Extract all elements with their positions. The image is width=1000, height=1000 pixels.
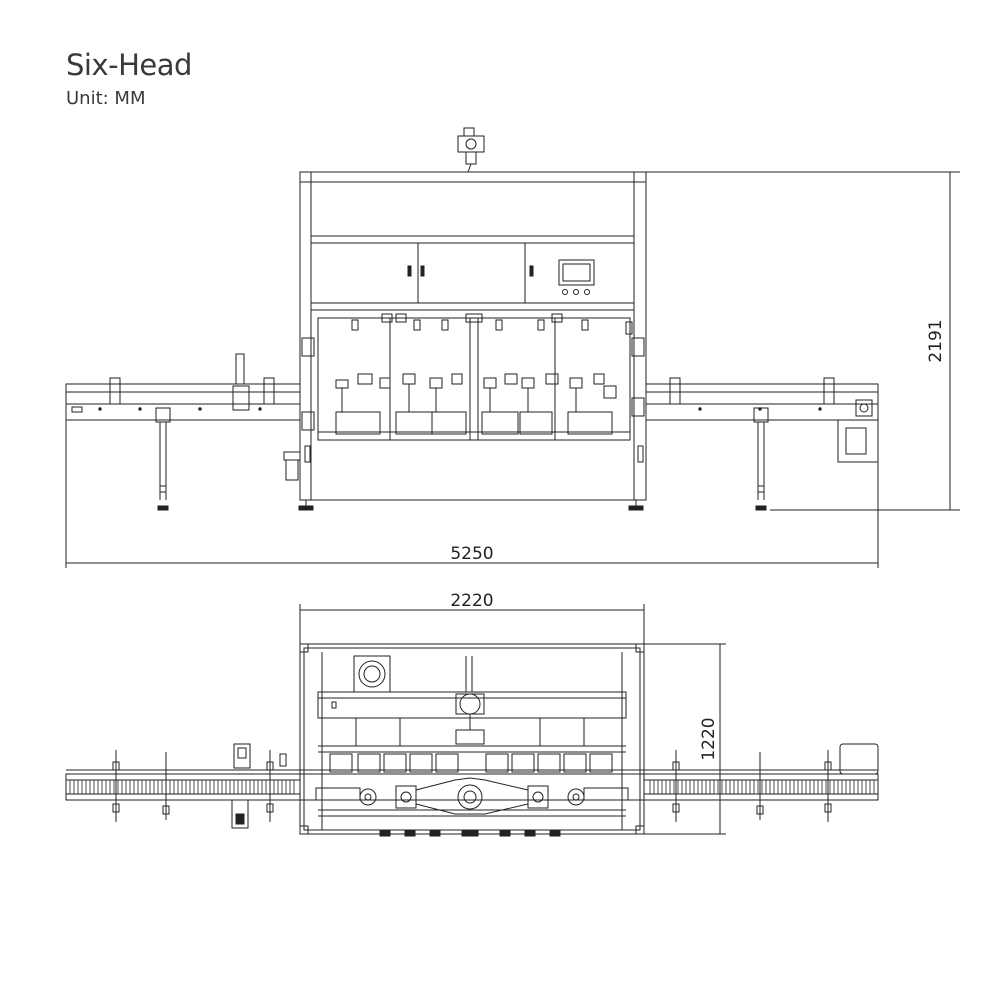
dimension-width-label: 2220 xyxy=(450,591,493,611)
star-wheel-left xyxy=(359,788,377,806)
conveyor-supports xyxy=(112,743,832,829)
machine-feet xyxy=(298,500,644,511)
dimension-length-label: 5250 xyxy=(450,544,493,564)
conveyor-motor xyxy=(837,419,879,463)
filling-nozzles xyxy=(335,373,617,412)
dimension-depth xyxy=(644,643,726,835)
conveyor-chain-left xyxy=(69,780,295,794)
nozzle-row xyxy=(329,753,613,773)
dimension-depth-label: 1220 xyxy=(699,717,719,760)
hmi-screen xyxy=(558,259,595,286)
dimension-width xyxy=(299,604,645,644)
drawing-title: Six-Head xyxy=(66,48,192,82)
bottles xyxy=(335,411,613,435)
star-wheel-right xyxy=(567,788,585,806)
unit-label: Unit: MM xyxy=(66,88,146,109)
top-view xyxy=(65,604,879,837)
cabinet-door-middle xyxy=(417,242,526,304)
dimension-length xyxy=(65,420,879,568)
dimension-height xyxy=(646,171,960,511)
top-pump-unit xyxy=(457,127,485,173)
left-conveyor xyxy=(65,353,301,511)
air-filter xyxy=(283,451,301,481)
filling-chamber xyxy=(317,317,631,441)
top-conveyor-track xyxy=(65,773,879,801)
conveyor-motor-top xyxy=(839,743,879,775)
dimension-height-label: 2191 xyxy=(926,319,946,362)
center-drive xyxy=(457,784,483,810)
filling-cylinders xyxy=(351,313,633,335)
rotary-tank xyxy=(358,660,386,688)
conveyor-chain-right xyxy=(649,780,875,794)
front-frame xyxy=(299,171,647,501)
front-view xyxy=(65,127,960,568)
cabinet-door-right xyxy=(524,242,635,304)
cabinet-door-left xyxy=(310,242,419,304)
right-conveyor xyxy=(645,377,879,511)
